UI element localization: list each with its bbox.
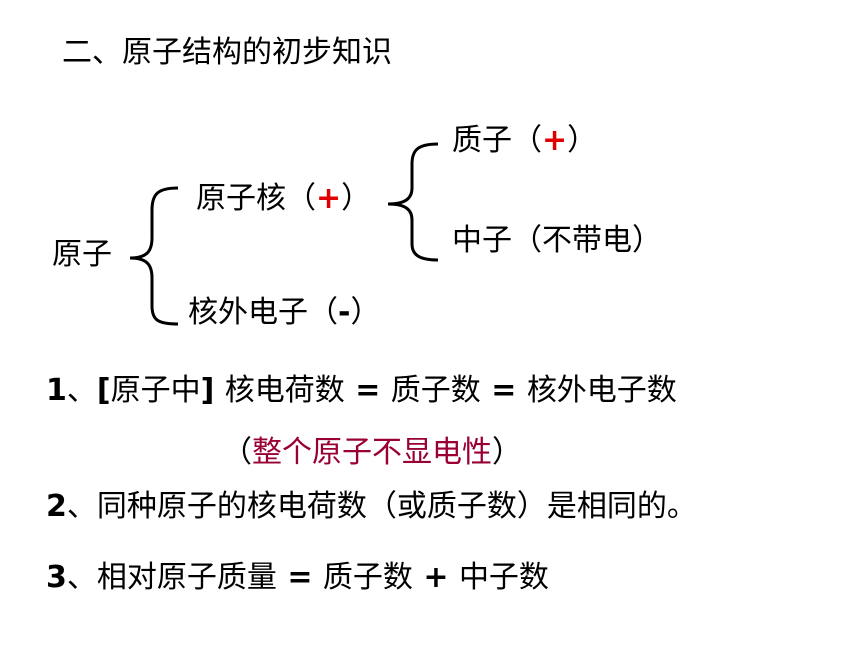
neutrality-note: （整个原子不显电性） [222,438,522,468]
note-open: （ [222,435,252,470]
note-close: ） [492,435,522,470]
neutron-label: 中子（不带电） [452,223,662,258]
point-3: 3、相对原子质量 = 质子数 + 中子数 [46,563,549,593]
electron-text: 核外电子（ [188,295,338,330]
proton-text: 质子（ [452,123,542,158]
point-1-term-a: 核电荷数 [224,373,345,408]
proton-sign: + [542,123,568,158]
electron-label: 核外电子（-） [188,298,380,328]
proton-close: ） [567,123,598,158]
point-1: 1、[原子中] 核电荷数 = 质子数 = 核外电子数 [46,376,677,406]
atom-brace [129,186,179,326]
point-1-bracket-close: ] [200,373,225,408]
point-3-plus: + [412,560,459,595]
point-3-term-b: 质子数 [322,560,413,595]
proton-label: 质子（+） [452,126,597,156]
electron-sign: - [338,295,351,330]
atom-label: 原子 [52,237,112,272]
nucleus-close: ） [341,181,372,216]
point-2-number: 2 [46,489,67,524]
page-title: 二、原子结构的初步知识 [62,35,392,70]
point-2-sep: 、 [66,489,97,524]
point-1-context: 原子中 [110,373,201,408]
nucleus-text: 原子核（ [196,181,316,216]
point-3-eq: = [276,560,323,595]
point-3-term-a: 相对原子质量 [96,560,277,595]
electron-close: ） [350,295,381,330]
point-1-bracket-open: [ [96,373,111,408]
point-3-number: 3 [46,560,67,595]
point-1-term-b: 质子数 [390,373,481,408]
point-1-term-c: 核外电子数 [526,373,677,408]
nucleus-brace [387,142,439,262]
point-1-eq-b: = [480,373,527,408]
note-text: 整个原子不显电性 [252,435,492,470]
point-1-sep: 、 [66,373,97,408]
point-1-number: 1 [46,373,67,408]
point-3-term-c: 中子数 [458,560,549,595]
nucleus-sign: + [316,181,342,216]
point-3-sep: 、 [66,560,97,595]
point-1-eq-a: = [344,373,391,408]
nucleus-label: 原子核（+） [196,184,371,214]
point-2-text: 同种原子的核电荷数（或质子数）是相同的。 [96,489,697,524]
point-2: 2、同种原子的核电荷数（或质子数）是相同的。 [46,492,697,522]
